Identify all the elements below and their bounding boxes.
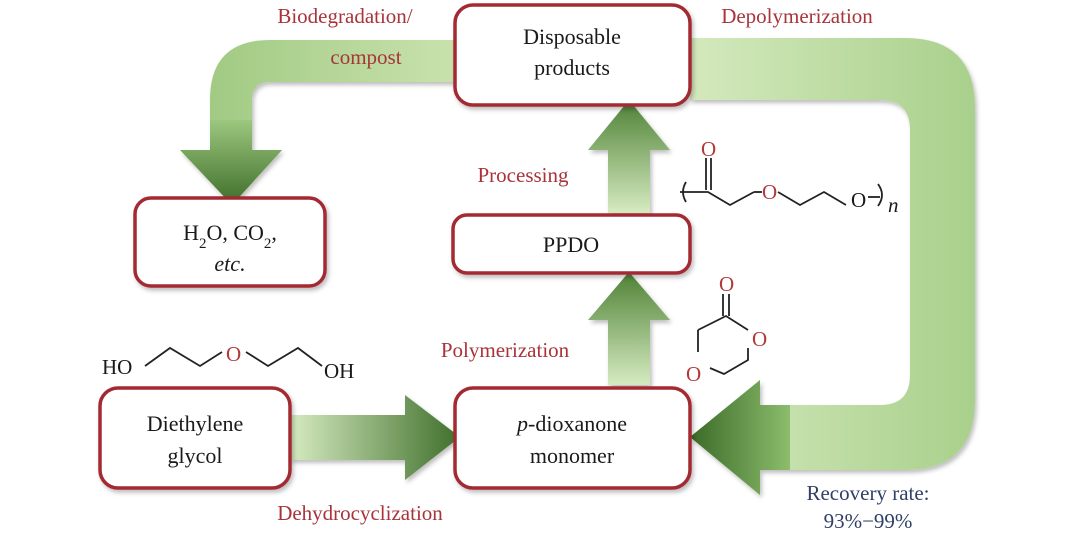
dioxanone-carbonyl-o: O [719, 272, 734, 296]
processing-arrow [588, 100, 670, 213]
ppdo-n-subscript: n [888, 193, 899, 217]
disposable-products-box: Disposable products [453, 3, 692, 107]
polymerization-label: Polymerization [441, 338, 570, 362]
dioxanone-structure [697, 294, 749, 376]
recovery-rate-value: 93%−99% [824, 509, 913, 533]
ppdo-ether-o: O [762, 180, 777, 204]
monomer-line2: monomer [530, 443, 615, 468]
dehydrocyclization-arrow [290, 395, 460, 480]
disposable-line1: Disposable [523, 24, 621, 49]
diethylene-glycol-structure [144, 346, 323, 368]
depolymerization-arrow-head [690, 380, 790, 495]
polymerization-arrow [588, 272, 670, 385]
ppdo-carbonyl-o: O [701, 137, 716, 161]
recovery-rate-label: Recovery rate: [806, 481, 929, 505]
dioxanone-ring-o2: O [686, 362, 701, 386]
biodegradation-arrow-head [180, 120, 282, 205]
monomer-line1: p-dioxanone [515, 411, 627, 436]
biodegradation-label: Biodegradation/ [277, 4, 412, 28]
ppdo-box: PPDO [451, 213, 692, 275]
deg-o-label: O [226, 342, 241, 366]
disposable-line2: products [534, 55, 610, 80]
diethylene-glycol-box: Diethylene glycol [98, 386, 292, 490]
waste-products-box: H2O, CO2, etc. [133, 196, 327, 288]
dioxanone-ring-o1: O [752, 327, 767, 351]
ppdo-label: PPDO [543, 232, 599, 257]
monomer-box: p-dioxanone monomer [453, 386, 692, 490]
dehydrocyclization-label: Dehydrocyclization [277, 501, 443, 525]
depolymerization-label: Depolymerization [721, 4, 873, 28]
compost-label: compost [330, 45, 401, 69]
deg-ho-label: HO [102, 355, 132, 379]
diethylene-line2: glycol [168, 443, 223, 468]
processing-label: Processing [478, 163, 569, 187]
ppdo-polymer-structure [680, 158, 883, 207]
waste-line1: H2O, CO2, [183, 220, 277, 252]
waste-line2: etc. [214, 251, 245, 276]
diethylene-line1: Diethylene [147, 411, 244, 436]
ppdo-end-o: O [851, 188, 866, 212]
deg-oh-label: OH [324, 359, 354, 383]
